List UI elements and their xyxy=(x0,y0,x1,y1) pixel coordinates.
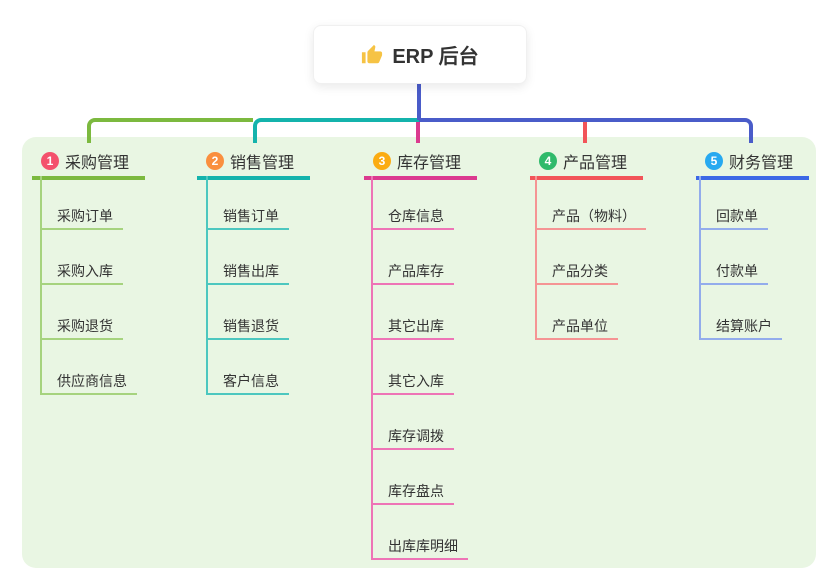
branch-4-badge: 4 xyxy=(539,152,557,170)
branch-4-label-text: 产品管理 xyxy=(563,155,628,172)
branch-2-child-1[interactable]: 销售订单 xyxy=(206,206,289,230)
root-node[interactable]: ERP 后台 xyxy=(313,25,527,84)
branch-3-child-1[interactable]: 仓库信息 xyxy=(371,206,454,230)
branches-panel xyxy=(22,137,816,568)
branch-5-child-2[interactable]: 付款单 xyxy=(699,261,768,285)
branch-2-child-2[interactable]: 销售出库 xyxy=(206,261,289,285)
thumbs-up-icon xyxy=(361,44,383,66)
branch-3-child-6[interactable]: 库存盘点 xyxy=(371,481,454,505)
branch-2-label[interactable]: 2 销售管理 xyxy=(197,146,310,180)
branch-5-spine xyxy=(699,176,701,340)
branch-1-label[interactable]: 1 采购管理 xyxy=(32,146,145,180)
branch-1-child-4[interactable]: 供应商信息 xyxy=(40,371,137,395)
branch-4-drop-line xyxy=(583,120,587,143)
branch-3-badge: 3 xyxy=(373,152,391,170)
root-vertical-line xyxy=(417,82,421,120)
branch-4-spine xyxy=(535,176,537,340)
branch-3-child-7[interactable]: 出库库明细 xyxy=(371,536,468,560)
branch-4-child-3[interactable]: 产品单位 xyxy=(535,316,618,340)
branch-1-spine xyxy=(40,176,42,395)
branch-3-child-2[interactable]: 产品库存 xyxy=(371,261,454,285)
branch-5-child-3[interactable]: 结算账户 xyxy=(699,316,782,340)
branch-5-label[interactable]: 5 财务管理 xyxy=(696,146,809,180)
branch-4-label[interactable]: 4 产品管理 xyxy=(530,146,643,180)
branch-3-child-5[interactable]: 库存调拨 xyxy=(371,426,454,450)
root-title: ERP 后台 xyxy=(392,46,479,68)
branch-3-child-3[interactable]: 其它出库 xyxy=(371,316,454,340)
branch-3-drop-line xyxy=(416,120,420,143)
branch-1-elbow-line xyxy=(87,118,253,143)
branch-3-label-text: 库存管理 xyxy=(397,155,462,172)
branch-2-badge: 2 xyxy=(206,152,224,170)
root-right-elbow-line xyxy=(419,118,753,143)
branch-5-label-text: 财务管理 xyxy=(729,155,794,172)
branch-2-label-text: 销售管理 xyxy=(230,155,295,172)
branch-1-label-text: 采购管理 xyxy=(65,155,130,172)
branch-3-label[interactable]: 3 库存管理 xyxy=(364,146,477,180)
branch-2-elbow-line xyxy=(253,118,419,143)
branch-3-spine xyxy=(371,176,373,560)
branch-4-child-2[interactable]: 产品分类 xyxy=(535,261,618,285)
branch-5-badge: 5 xyxy=(705,152,723,170)
branch-3-child-4[interactable]: 其它入库 xyxy=(371,371,454,395)
branch-2-spine xyxy=(206,176,208,395)
branch-1-badge: 1 xyxy=(41,152,59,170)
branch-4-child-1[interactable]: 产品（物料） xyxy=(535,206,646,230)
branch-2-child-4[interactable]: 客户信息 xyxy=(206,371,289,395)
branch-1-child-2[interactable]: 采购入库 xyxy=(40,261,123,285)
branch-1-child-1[interactable]: 采购订单 xyxy=(40,206,123,230)
branch-1-child-3[interactable]: 采购退货 xyxy=(40,316,123,340)
branch-2-child-3[interactable]: 销售退货 xyxy=(206,316,289,340)
branch-5-child-1[interactable]: 回款单 xyxy=(699,206,768,230)
